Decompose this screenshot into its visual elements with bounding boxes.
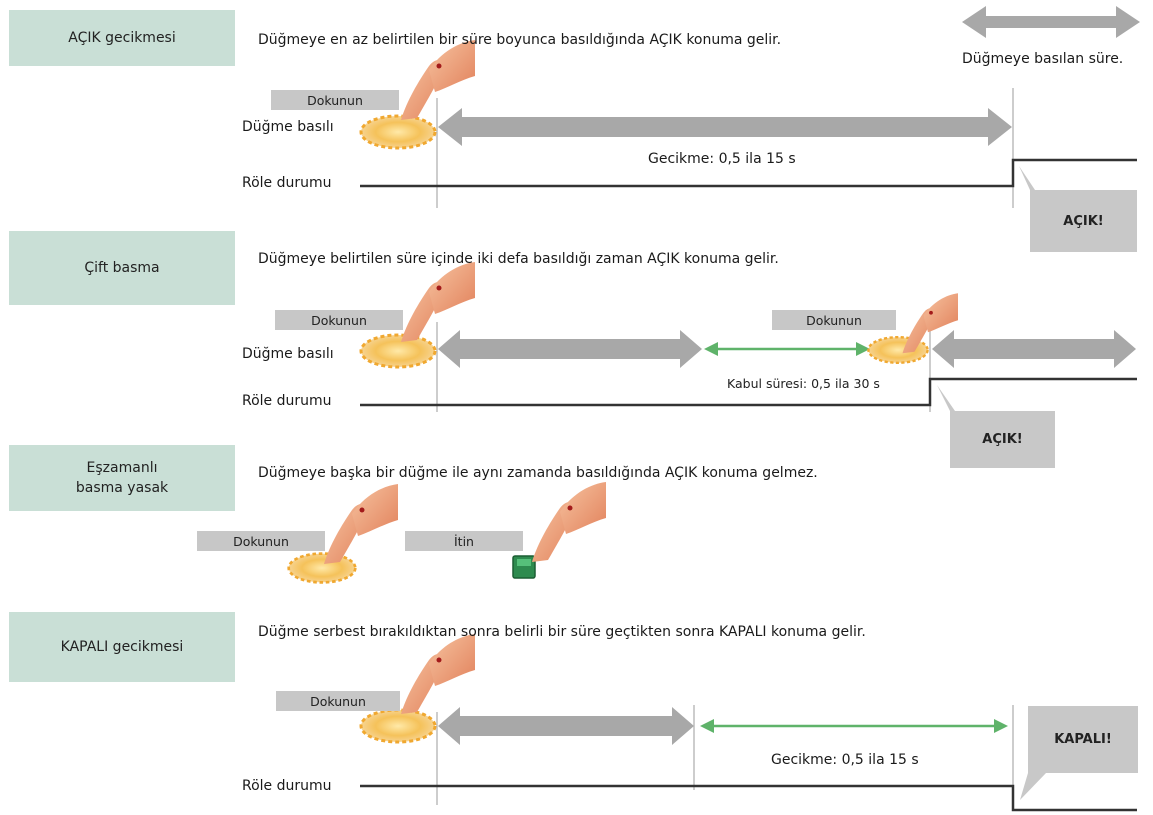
mode-title-line1: Eşzamanlı bbox=[86, 460, 158, 476]
mode-title-line2: basma yasak bbox=[75, 480, 169, 496]
button-pressed-label: Düğme basılı bbox=[242, 346, 334, 362]
s3-hand-icon-2 bbox=[532, 482, 606, 562]
mode-box-on-delay: AÇIK gecikmesi bbox=[9, 10, 235, 66]
mode-box-simultaneous: Eşzamanlı basma yasak bbox=[9, 445, 235, 511]
mode-title: AÇIK gecikmesi bbox=[68, 30, 176, 46]
s3-green-button-shine bbox=[517, 559, 531, 566]
s4-touch-glow bbox=[359, 708, 437, 744]
touch-tag: Dokunun bbox=[275, 310, 403, 330]
touch-tag: Dokunun bbox=[271, 90, 399, 110]
mode-box-off-delay: KAPALI gecikmesi bbox=[9, 612, 235, 682]
delay-text: Gecikme: 0,5 ila 15 s bbox=[648, 151, 796, 167]
section-description: Düğmeye başka bir düğme ile aynı zamanda… bbox=[258, 465, 818, 481]
s4-relay-line bbox=[360, 784, 1137, 812]
mode-title: KAPALI gecikmesi bbox=[60, 639, 184, 655]
s2-after-arrow bbox=[932, 330, 1136, 368]
callout-on: AÇIK! bbox=[1063, 213, 1104, 229]
delay-text: Gecikme: 0,5 ila 15 s bbox=[771, 752, 919, 768]
relay-state-label: Röle durumu bbox=[242, 778, 332, 794]
s4-callout bbox=[1020, 706, 1138, 800]
relay-state-label: Röle durumu bbox=[242, 393, 332, 409]
s2-hand-icon-1 bbox=[401, 262, 475, 342]
legend-label: Düğmeye basılan süre. bbox=[962, 51, 1124, 67]
mode-box-double-press: Çift basma bbox=[9, 231, 235, 305]
section-description: Düğmeye en az belirtilen bir süre boyunc… bbox=[258, 32, 782, 48]
touch-tag: Dokunun bbox=[276, 691, 400, 711]
s4-hold-arrow bbox=[438, 707, 694, 745]
touch-tag-second: Dokunun bbox=[772, 310, 896, 330]
s2-relay-line bbox=[360, 377, 1137, 407]
s1-callout bbox=[1019, 166, 1137, 252]
s2-callout bbox=[937, 385, 1055, 468]
s2-accept-arrow bbox=[704, 342, 870, 356]
accept-time-text: Kabul süresi: 0,5 ila 30 s bbox=[727, 376, 880, 391]
s1-relay-line bbox=[360, 158, 1137, 188]
s2-hold-arrow bbox=[438, 330, 702, 368]
callout-on: AÇIK! bbox=[982, 432, 1023, 447]
s4-delay-arrow bbox=[700, 719, 1008, 733]
s1-touch-glow bbox=[359, 114, 437, 150]
push-tag: İtin bbox=[405, 531, 523, 551]
legend-arrow bbox=[962, 6, 1140, 38]
s3-touch-glow bbox=[287, 552, 357, 584]
section-description: Düğmeye belirtilen süre içinde iki defa … bbox=[258, 251, 779, 267]
s1-delay-arrow bbox=[438, 108, 1012, 146]
mode-title: Çift basma bbox=[84, 260, 160, 276]
s3-hand-icon-1 bbox=[324, 484, 398, 564]
s4-hand-icon bbox=[401, 634, 475, 714]
callout-off: KAPALI! bbox=[1054, 732, 1112, 747]
s1-hand-icon bbox=[401, 40, 475, 120]
section-description: Düğme serbest bırakıldıktan sonra belirl… bbox=[258, 624, 866, 640]
button-pressed-label: Düğme basılı bbox=[242, 119, 334, 135]
s2-touch-glow-1 bbox=[359, 333, 437, 369]
touch-tag: Dokunun bbox=[197, 531, 325, 551]
relay-state-label: Röle durumu bbox=[242, 175, 332, 191]
